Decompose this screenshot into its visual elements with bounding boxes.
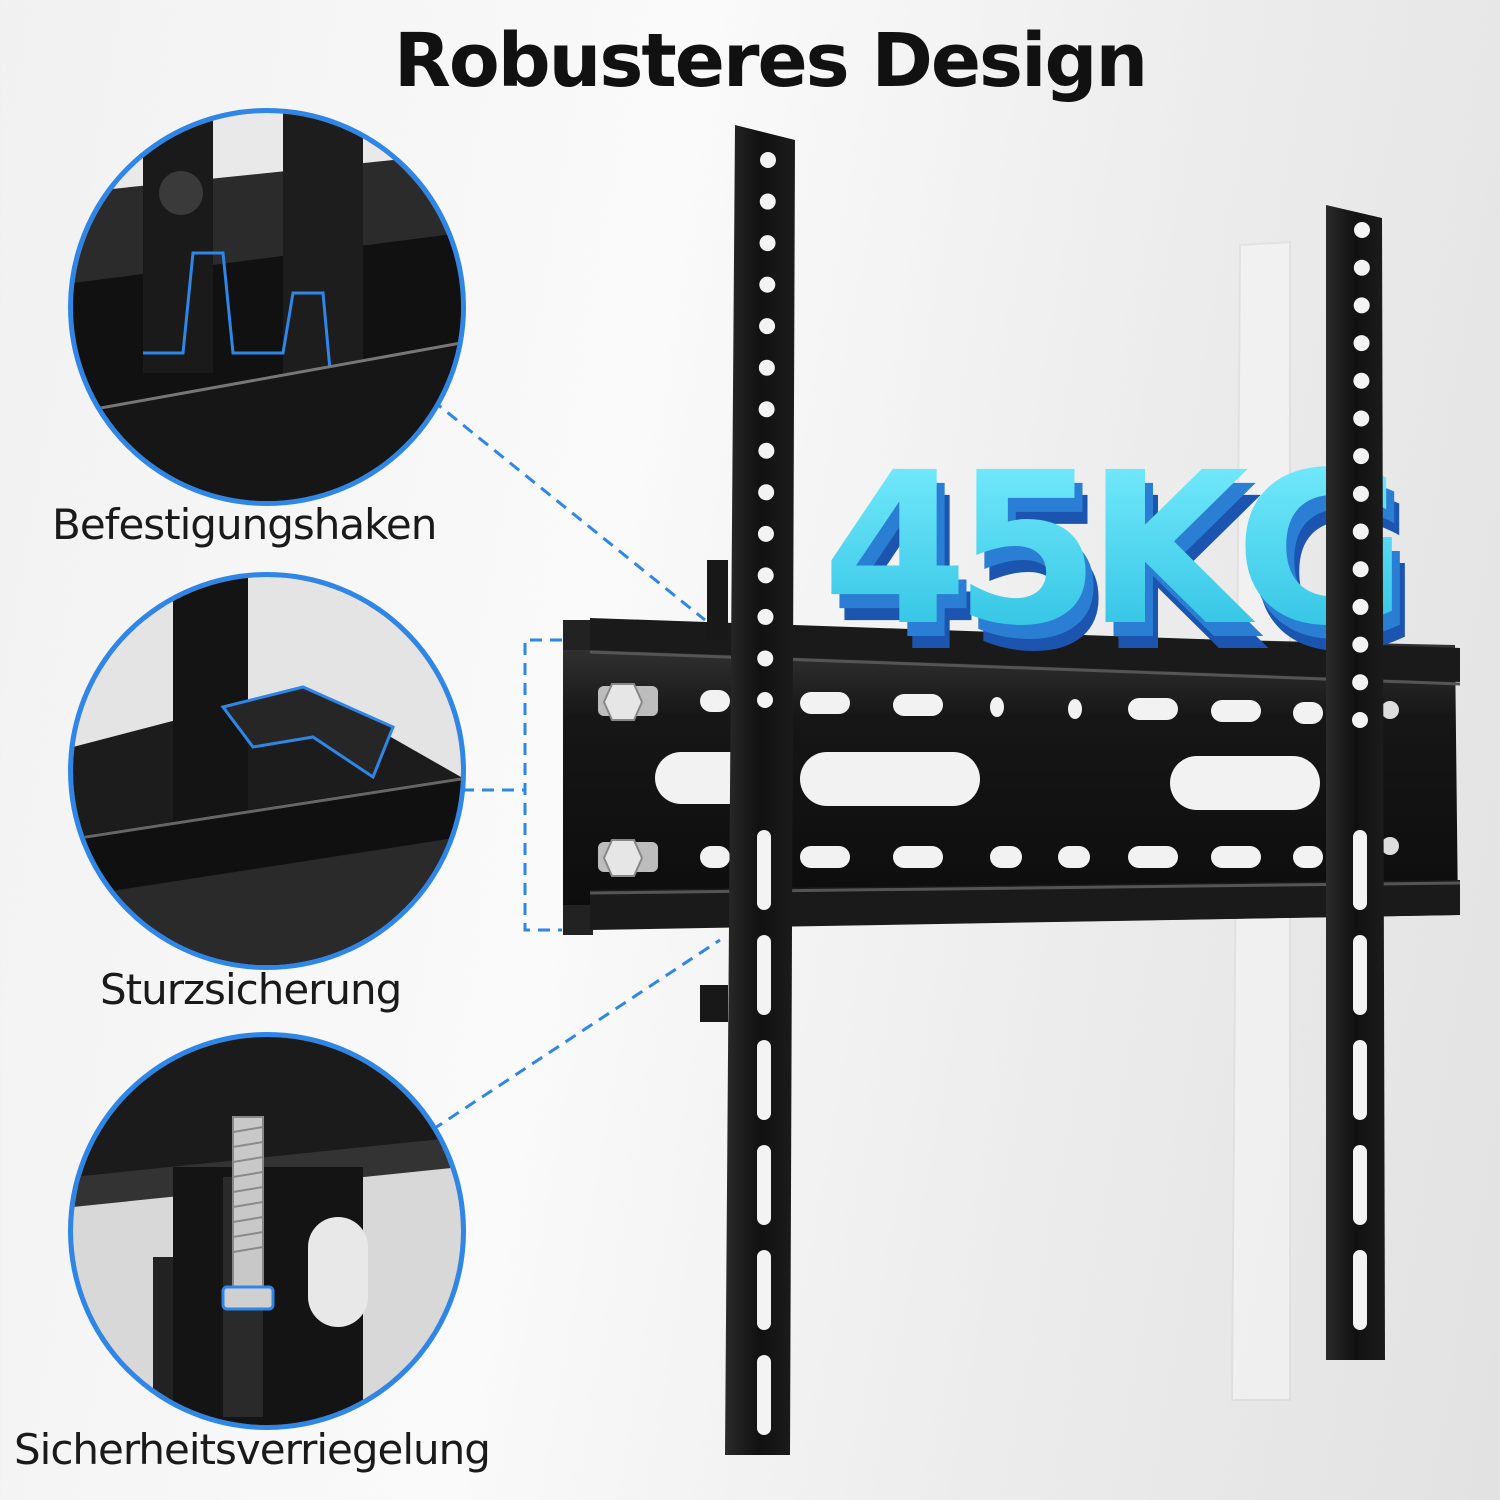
- callout-label-fall-protection: Sturzsicherung: [100, 965, 402, 1014]
- mounting-hole: [757, 692, 773, 708]
- mounting-slot: [757, 1250, 771, 1330]
- mounting-hole: [757, 650, 774, 667]
- mounting-hole: [1352, 636, 1369, 653]
- mounting-hole: [1352, 674, 1369, 691]
- bolt-icon: [598, 683, 1399, 877]
- weight-label: 45KG: [822, 427, 1393, 672]
- mounting-slot: [1353, 830, 1367, 910]
- mounting-hole: [1352, 598, 1369, 615]
- mounting-hole: [1353, 410, 1370, 427]
- hook-detail-circle: [68, 108, 466, 506]
- mounting-hole: [1353, 335, 1370, 352]
- callout-label-safety-lock: Sicherheitsverriegelung: [14, 1425, 491, 1474]
- svg-text:45KG: 45KG: [835, 453, 1406, 698]
- mounting-hole: [759, 276, 776, 293]
- mounting-hole: [759, 318, 776, 335]
- mounting-hole: [1352, 561, 1369, 578]
- mounting-hole: [1354, 222, 1370, 238]
- safety-lock-detail-circle: [68, 1032, 466, 1430]
- mounting-hole: [1352, 485, 1369, 502]
- mounting-hole: [759, 235, 776, 252]
- mounting-hole: [758, 442, 775, 459]
- mounting-slot: [1353, 1250, 1367, 1330]
- mounting-hole: [757, 608, 774, 625]
- mounting-slot: [1353, 935, 1367, 1015]
- page-title: Robusteres Design: [393, 18, 1148, 104]
- mounting-slot: [757, 1145, 771, 1225]
- mounting-hole: [1353, 372, 1370, 389]
- mounting-hole: [1353, 297, 1370, 314]
- weight-label-3d: 45KG 45KG 45KG: [822, 427, 1420, 698]
- mounting-hole: [759, 193, 776, 210]
- mounting-slot: [757, 935, 771, 1015]
- mounting-hole: [1353, 259, 1370, 276]
- mounting-slot: [757, 1355, 771, 1435]
- mounting-slot: [1353, 1145, 1367, 1225]
- mounting-hole: [757, 525, 774, 542]
- screw-icon: [221, 1116, 275, 1311]
- mounting-hole: [1352, 712, 1368, 728]
- callout-label-hook: Befestigungshaken: [52, 500, 437, 549]
- callout-connectors: [431, 398, 721, 1132]
- left-vertical-arm: [700, 125, 795, 1455]
- mounting-slot: [1353, 1040, 1367, 1120]
- fall-protection-detail-circle: [68, 572, 466, 970]
- right-vertical-arm: [1326, 205, 1385, 1360]
- mounting-hole: [1352, 523, 1369, 540]
- svg-text:45KG: 45KG: [830, 441, 1401, 686]
- mounting-hole: [760, 152, 776, 168]
- mounting-hole: [758, 484, 775, 501]
- mounting-hole: [757, 567, 774, 584]
- mounting-slot: [757, 1040, 771, 1120]
- mounting-hole: [758, 401, 775, 418]
- mounting-hole: [1353, 448, 1370, 465]
- mounting-hole: [758, 359, 775, 376]
- mounting-slot: [757, 830, 771, 910]
